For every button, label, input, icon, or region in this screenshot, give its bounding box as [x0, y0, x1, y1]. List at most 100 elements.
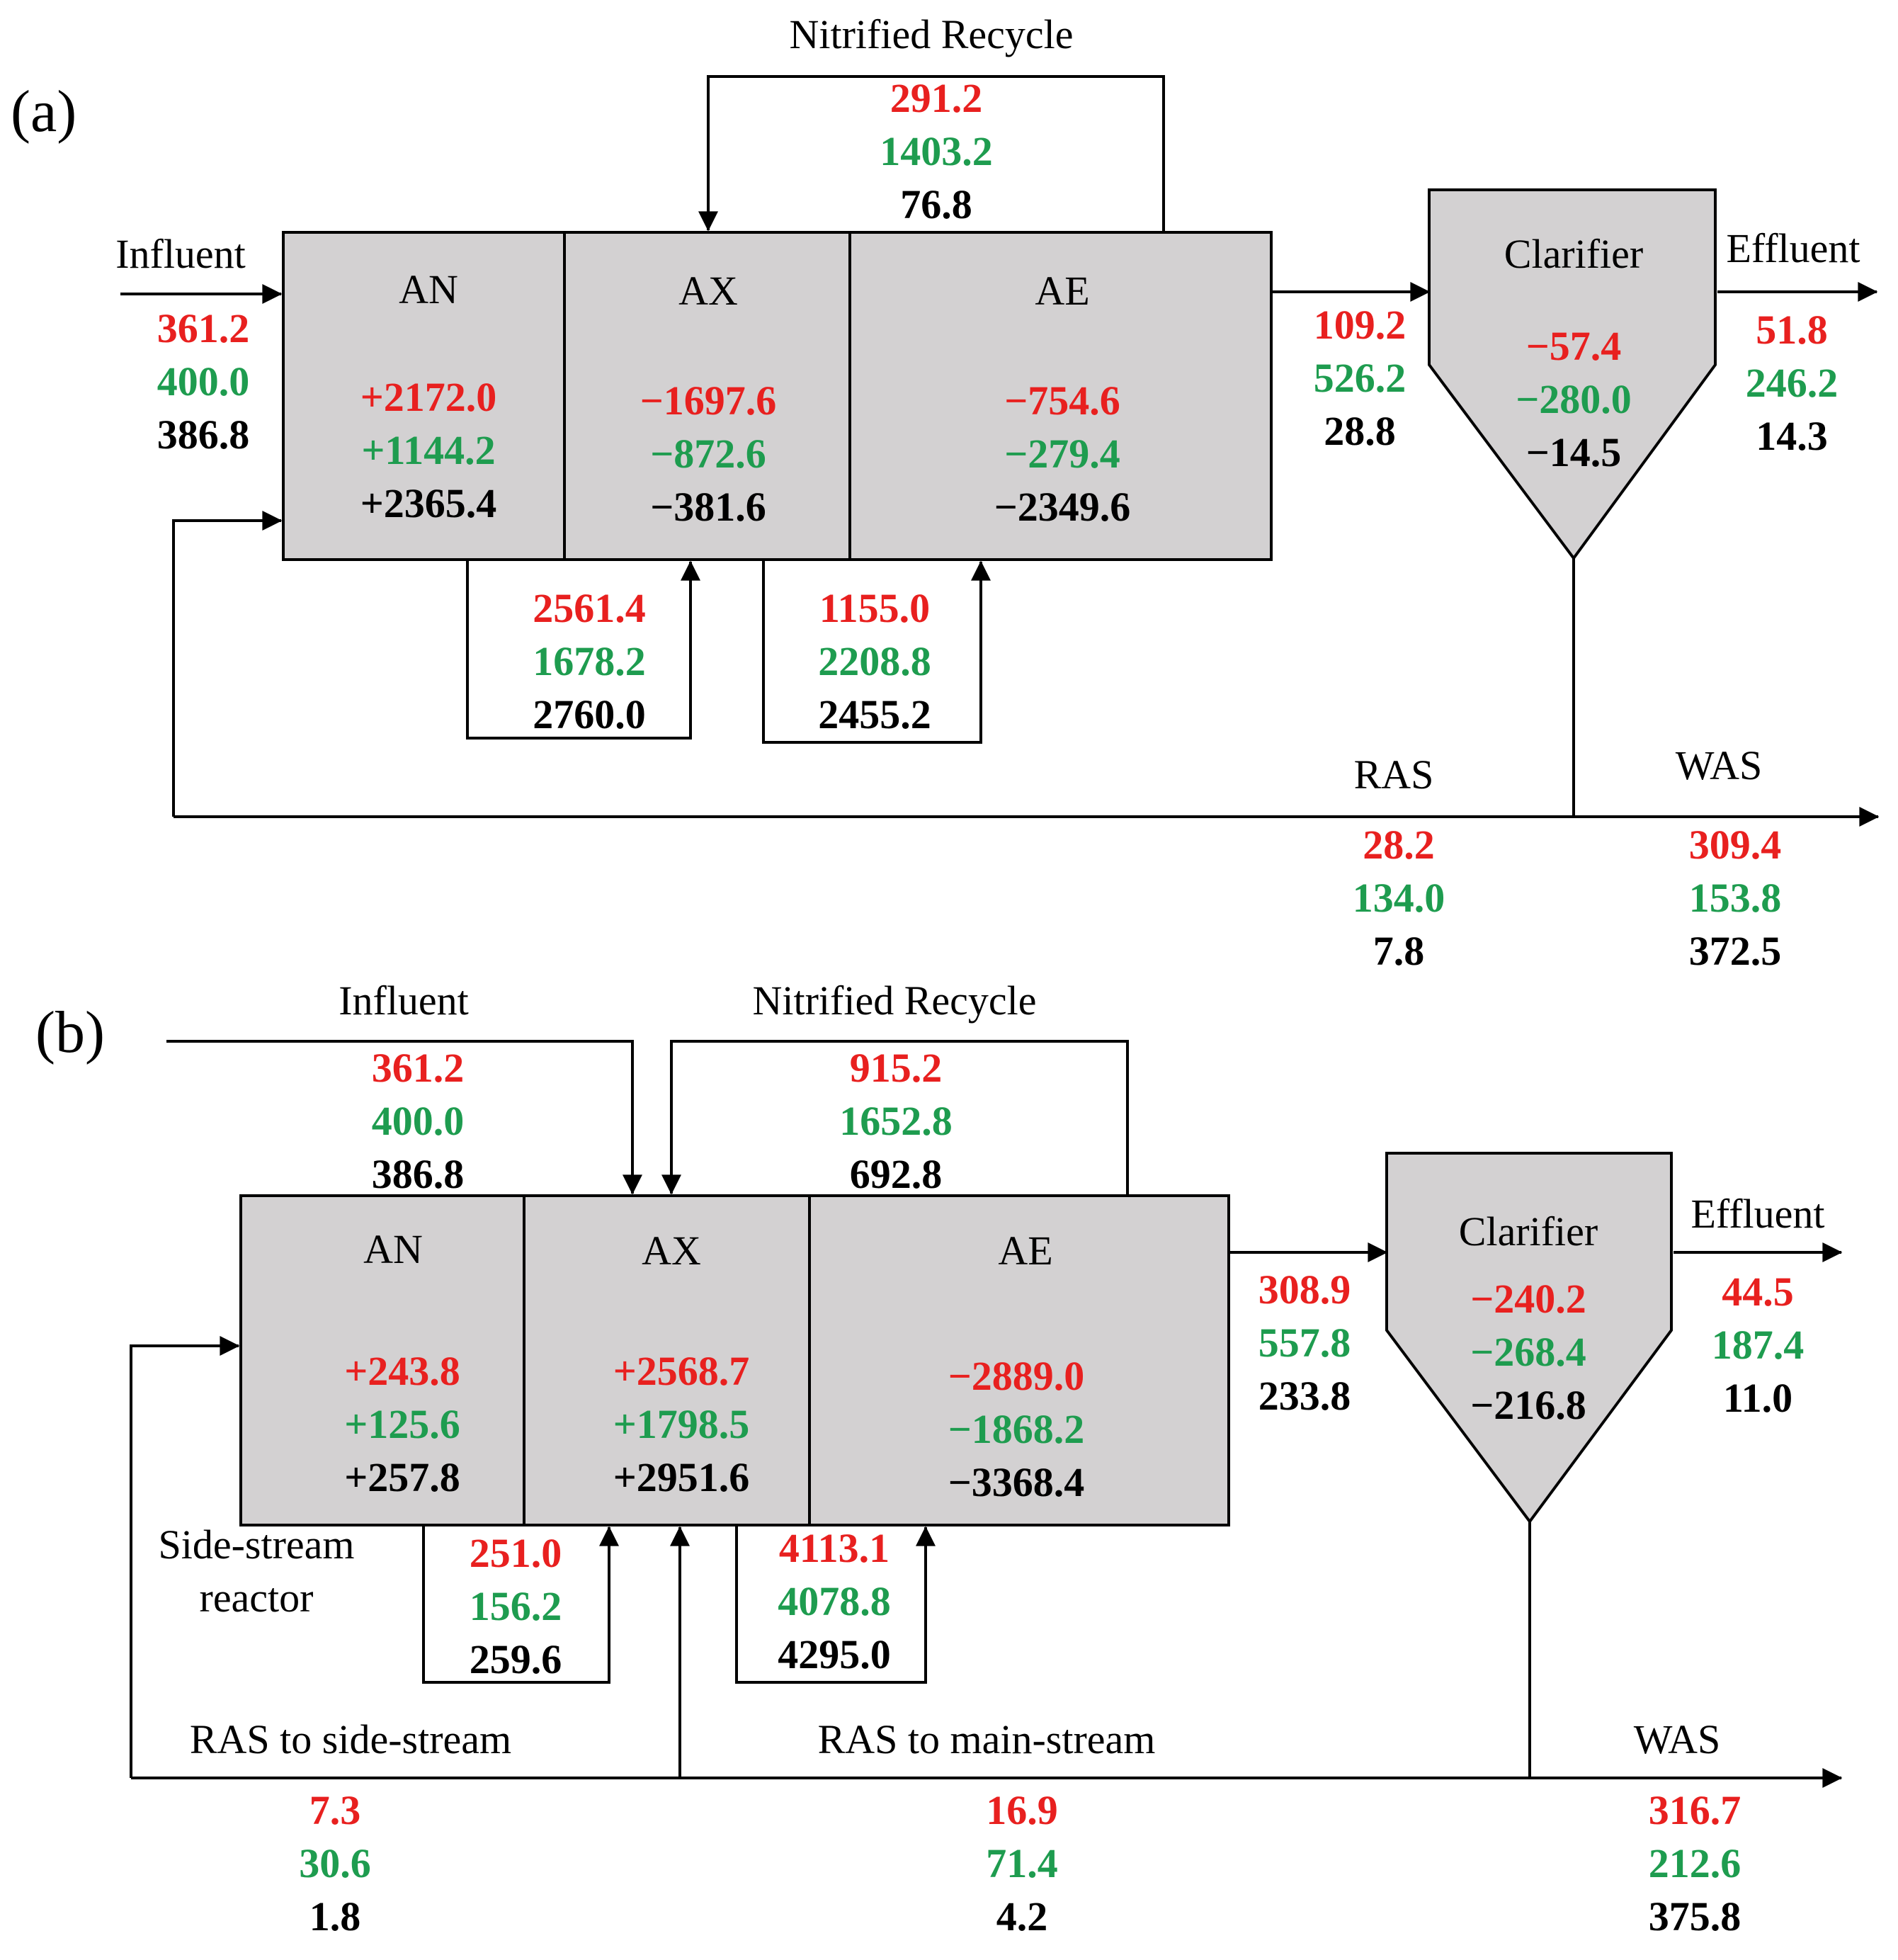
panel-b-influent-arrow [166, 1040, 642, 1195]
panel-a-tank-ae-value-1: −754.6 [1004, 378, 1120, 424]
panel-a-was-value-2: 153.8 [1689, 875, 1782, 921]
panel-b-ras-main-value-3: 4.2 [996, 1893, 1048, 1939]
panel-b-effluent-value-3: 11.0 [1723, 1375, 1792, 1421]
panel-a-ax-ae-loop [762, 560, 991, 744]
panel-b-side-stream-label-line-2: reactor [200, 1575, 314, 1621]
panel-b-tank-an-value-3: +257.8 [344, 1454, 460, 1500]
panel-b-an-ax-loop [422, 1525, 619, 1684]
panel-b-tank-ax-value-1: +2568.7 [613, 1348, 750, 1394]
panel-b-nitrified-recycle-label: Nitrified Recycle [753, 978, 1037, 1024]
panel-a-was-label: WAS [1676, 742, 1762, 788]
panel-a-ax-ae-loop-value-2: 2208.8 [818, 638, 931, 684]
panel-a-effluent-value-3: 14.3 [1756, 413, 1828, 459]
panel-b-tank-ax-value-2: +1798.5 [613, 1401, 750, 1447]
panel-b-was-value-1: 316.7 [1649, 1787, 1741, 1833]
panel-b-effluent-value-2: 187.4 [1712, 1322, 1805, 1368]
panel-b-influent-label: Influent [339, 978, 469, 1024]
panel-a-nitrified-recycle-value-1: 291.2 [890, 75, 983, 121]
panel-b-tank-ax-value-3: +2951.6 [613, 1454, 750, 1500]
panel-b-tank-ae-value-2: −1868.2 [948, 1406, 1085, 1452]
panel-b-ras-side-label: RAS to side-stream [190, 1716, 511, 1762]
panel-b-influent-value-2: 400.0 [372, 1098, 465, 1144]
panel-a-reactor [282, 231, 1273, 561]
panel-b-ras-main-label: RAS to main-stream [818, 1716, 1156, 1762]
panel-b-to-clarifier-value-1: 308.9 [1258, 1267, 1351, 1313]
panel-a-effluent-value-2: 246.2 [1746, 360, 1839, 406]
panel-b-influent-value-3: 386.8 [372, 1151, 465, 1197]
panel-a-an-ax-loop-value-1: 2561.4 [533, 585, 646, 631]
panel-a-clarifier-value-2: −280.0 [1516, 376, 1632, 422]
panel-a-influent-label: Influent [115, 231, 246, 277]
panel-b-nitrified-recycle-line [661, 1040, 1129, 1196]
panel-b-an-ax-loop-value-1: 251.0 [470, 1530, 562, 1576]
panel-a-ax-ae-loop-value-1: 1155.0 [819, 585, 930, 631]
panel-b-ras-main-value-1: 16.9 [986, 1787, 1058, 1833]
panel-a-tank-ax-value-3: −381.6 [650, 484, 766, 530]
panel-b-ax-ae-loop-value-3: 4295.0 [778, 1631, 891, 1677]
panel-a-an-ax-loop-value-3: 2760.0 [533, 691, 646, 737]
panel-b-tank-an-value-1: +243.8 [344, 1348, 460, 1394]
panel-a-tank-ae-label: AE [1035, 268, 1089, 314]
panel-a-tank-ax-label: AX [678, 268, 738, 314]
panel-a-was-value-3: 372.5 [1689, 928, 1782, 974]
panel-b-tank-ax-label: AX [642, 1228, 701, 1274]
panel-a-tank-ax-value-2: −872.6 [650, 431, 766, 477]
panel-a-effluent-value-1: 51.8 [1756, 307, 1828, 353]
panel-b-influent-value-1: 361.2 [372, 1045, 465, 1091]
panel-a-ax-ae-loop-value-3: 2455.2 [818, 691, 931, 737]
panel-b-was-value-2: 212.6 [1649, 1840, 1741, 1886]
panel-a-tank-ae-value-3: −2349.6 [994, 484, 1131, 530]
panel-a-clarifier-value-3: −14.5 [1526, 429, 1622, 475]
panel-b-tank-an-label: AN [363, 1226, 423, 1272]
panel-b-tank-ae-value-1: −2889.0 [948, 1353, 1085, 1399]
panel-b-nitrified-recycle-value-1: 915.2 [850, 1045, 943, 1091]
panel-a-label: (a) [11, 79, 76, 145]
panel-b-was-value-3: 375.8 [1649, 1893, 1741, 1939]
panel-b-ras-side-value-3: 1.8 [309, 1893, 361, 1939]
panel-a-tank-an-value-2: +1144.2 [361, 427, 495, 473]
panel-b-tank-ae-value-3: −3368.4 [948, 1459, 1085, 1505]
panel-a-tank-an-value-1: +2172.0 [360, 374, 497, 420]
panel-b-reactor [239, 1194, 1230, 1526]
panel-b-ras-side-value-1: 7.3 [309, 1787, 361, 1833]
panel-b-ax-ae-loop [735, 1525, 936, 1684]
panel-a-to-clarifier-value-3: 28.8 [1324, 408, 1396, 454]
panel-b-nitrified-recycle-value-2: 1652.8 [839, 1098, 953, 1144]
panel-b-clarifier-label: Clarifier [1459, 1208, 1598, 1254]
panel-a-nitrified-recycle-value-2: 1403.2 [880, 128, 993, 174]
panel-b-an-ax-loop-value-2: 156.2 [470, 1583, 562, 1629]
panel-b-tank-ae-label: AE [998, 1228, 1052, 1274]
panel-a-nitrified-recycle-value-3: 76.8 [900, 181, 972, 227]
panel-a-tank-ae-value-2: −279.4 [1004, 431, 1120, 477]
panel-b-to-clarifier-value-2: 557.8 [1258, 1320, 1351, 1366]
panel-a-to-clarifier-value-1: 109.2 [1314, 302, 1407, 348]
panel-a-an-ax-loop-value-2: 1678.2 [533, 638, 646, 684]
panel-b: (b) Influent 361.2 400.0 386.8 Nitrified… [35, 978, 1843, 1939]
panel-a-to-clarifier-value-2: 526.2 [1314, 355, 1407, 401]
panel-a-clarifier [1428, 188, 1717, 561]
panel-b-side-stream-label-line-1: Side-stream [158, 1522, 354, 1568]
panel-b-clarifier [1385, 1152, 1673, 1524]
panel-a-tank-ax-value-1: −1697.6 [640, 378, 777, 424]
panel-b-nitrified-recycle-value-3: 692.8 [850, 1151, 943, 1197]
panel-a-tank-an-label: AN [399, 266, 458, 312]
panel-b-effluent-label: Effluent [1691, 1191, 1825, 1237]
panel-a-ras-value-1: 28.2 [1363, 822, 1435, 868]
panel-b-was-label: WAS [1634, 1716, 1720, 1762]
panel-b-ras-side-stream-arrow [130, 1336, 240, 1778]
panel-a-influent-value-1: 361.2 [157, 305, 250, 351]
panel-b-effluent-value-1: 44.5 [1722, 1269, 1794, 1315]
panel-a-effluent-label: Effluent [1727, 225, 1860, 271]
panel-b-ax-ae-loop-value-1: 4113.1 [779, 1525, 890, 1571]
panel-b-ax-ae-loop-value-2: 4078.8 [778, 1578, 891, 1624]
panel-b-tank-an-value-2: +125.6 [344, 1401, 460, 1447]
panel-a: (a) Nitrified Recycle 291.2 1403.2 76.8 … [11, 11, 1880, 974]
panel-a-was-value-1: 309.4 [1689, 822, 1782, 868]
panel-a-nitrified-recycle-line [698, 75, 1165, 232]
panel-b-label: (b) [35, 999, 105, 1065]
panel-b-ras-main-value-2: 71.4 [986, 1840, 1058, 1886]
panel-a-ras-value-3: 7.8 [1373, 928, 1425, 974]
panel-a-influent-value-3: 386.8 [157, 412, 250, 458]
panel-a-ras-return-arrow [172, 511, 283, 817]
